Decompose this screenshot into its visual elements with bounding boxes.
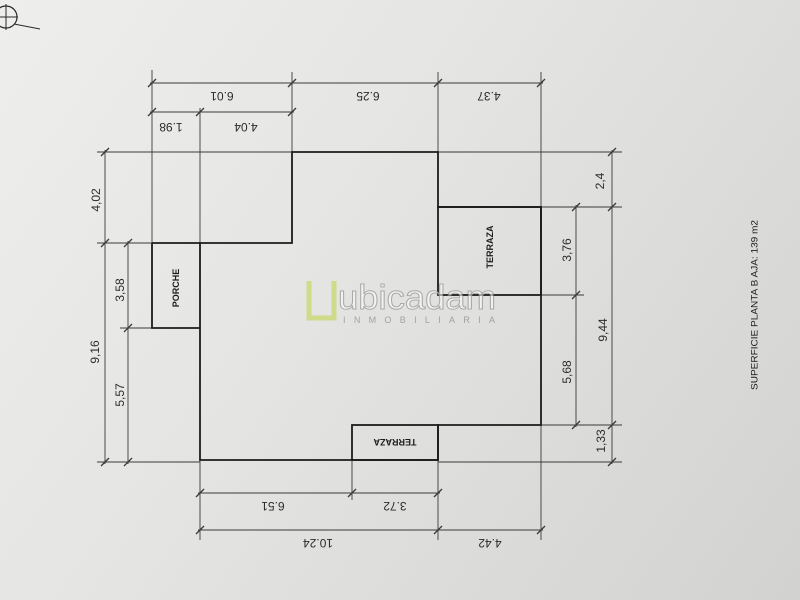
tick-mark bbox=[607, 420, 617, 430]
tick-mark bbox=[536, 78, 546, 88]
north-arrow-pointer bbox=[13, 23, 41, 30]
tick-mark bbox=[100, 147, 110, 157]
room-label-porch: PORCHE bbox=[171, 269, 181, 308]
ubicadam-logo-icon bbox=[306, 281, 337, 321]
terrace-bottom-outline bbox=[351, 424, 439, 461]
dim-right-inner-1: 3,76 bbox=[560, 238, 574, 262]
dim-right-outer-2: 9,44 bbox=[596, 318, 610, 342]
tick-mark bbox=[347, 488, 357, 498]
tick-mark bbox=[123, 457, 133, 467]
dim-left-inner-2: 5,57 bbox=[113, 383, 127, 407]
tick-mark bbox=[607, 147, 617, 157]
tick-mark bbox=[195, 525, 205, 535]
dim-left-outer-1: 4,02 bbox=[89, 188, 103, 212]
dim-top-inner-2: 4.04 bbox=[234, 120, 258, 134]
tick-mark bbox=[607, 457, 617, 467]
tick-mark bbox=[536, 525, 546, 535]
tick-mark bbox=[147, 78, 157, 88]
dim-bottom-outer-1: 10.24 bbox=[303, 536, 333, 550]
tick-mark bbox=[433, 488, 443, 498]
dim-left-outer-2: 9,16 bbox=[88, 340, 102, 364]
dim-right-outer-3: 1,33 bbox=[594, 429, 608, 453]
terrace-right-outline bbox=[437, 206, 542, 296]
dim-bottom-inner-1: 6.51 bbox=[261, 499, 285, 513]
porch-outline bbox=[151, 242, 200, 329]
tick-mark bbox=[433, 525, 443, 535]
surface-note: SUPERFICIE PLANTA B AJA: 139 m2 bbox=[750, 220, 761, 390]
room-label-terrace-bottom: TERRAZA bbox=[373, 437, 416, 447]
tick-mark bbox=[100, 238, 110, 248]
tick-mark bbox=[571, 290, 581, 300]
tick-mark bbox=[100, 457, 110, 467]
watermark: ubicadam INMOBILIARIA bbox=[306, 279, 497, 325]
watermark-brand: ubicadam bbox=[338, 279, 496, 317]
dim-right-outer-1: 2,4 bbox=[593, 172, 607, 189]
tick-mark bbox=[571, 420, 581, 430]
tick-mark bbox=[195, 107, 205, 117]
tick-mark bbox=[571, 202, 581, 212]
dim-bottom-outer-2: 4.42 bbox=[478, 536, 502, 550]
tick-mark bbox=[287, 78, 297, 88]
dim-top-outer-2: 6.25 bbox=[356, 89, 380, 103]
dim-right-inner-2: 5,68 bbox=[560, 360, 574, 384]
tick-mark bbox=[607, 202, 617, 212]
tick-mark bbox=[433, 78, 443, 88]
tick-mark bbox=[147, 107, 157, 117]
tick-mark bbox=[195, 488, 205, 498]
tick-mark bbox=[123, 238, 133, 248]
walls-group bbox=[151, 151, 542, 461]
dimension-lines-group bbox=[97, 70, 622, 540]
tick-mark bbox=[123, 323, 133, 333]
dim-top-outer-1: 6.01 bbox=[210, 89, 234, 103]
dim-top-inner-1: 1.98 bbox=[159, 120, 183, 134]
dim-bottom-inner-2: 3.72 bbox=[383, 499, 407, 513]
dim-left-inner-1: 3,58 bbox=[113, 278, 127, 302]
tick-marks-group bbox=[100, 78, 617, 535]
tick-mark bbox=[287, 107, 297, 117]
room-label-terrace-right: TERRAZA bbox=[485, 225, 495, 268]
dim-top-outer-3: 4.37 bbox=[477, 89, 501, 103]
north-arrow-icon bbox=[0, 4, 41, 30]
